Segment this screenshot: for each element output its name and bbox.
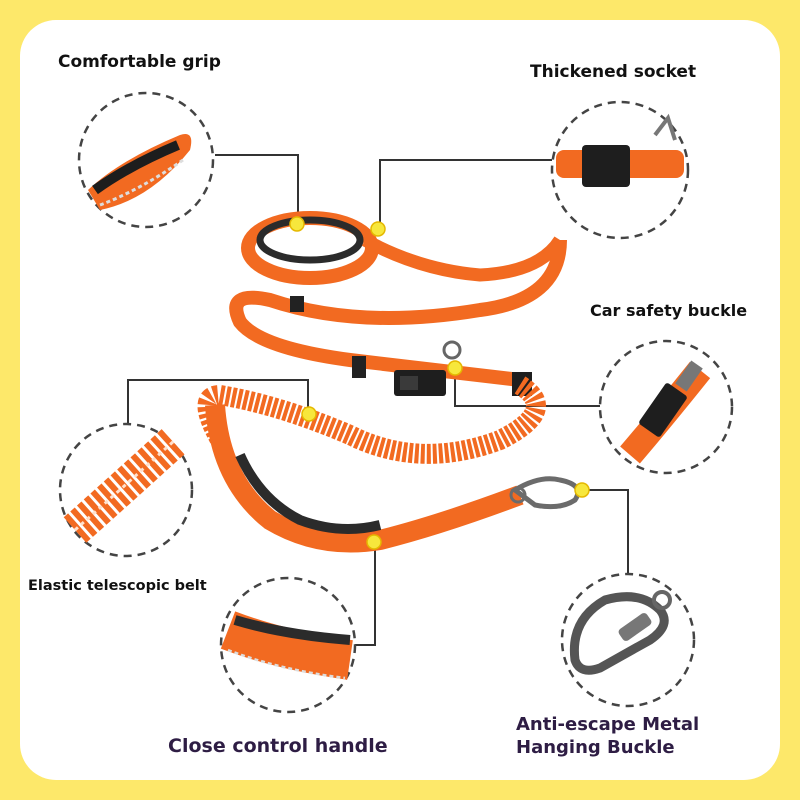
socket-marker [370, 221, 386, 237]
label-elastic-telescopic-belt: Elastic telescopic belt [28, 578, 207, 594]
car-buckle-callout-line [454, 370, 600, 407]
label-anti-escape-line1: Anti-escape Metal [516, 714, 700, 735]
handle-marker [366, 534, 382, 550]
clasp-marker [574, 482, 590, 498]
detail-socket [550, 100, 690, 240]
anti-escape-callout-line [582, 489, 629, 575]
callout-lines [127, 154, 629, 646]
label-anti-escape-buckle: Anti-escape Metal Hanging Buckle [516, 713, 699, 759]
socket-callout-line [379, 159, 552, 228]
slide-adjuster [290, 296, 304, 312]
label-anti-escape-line2: Hanging Buckle [516, 737, 675, 758]
car-buckle-marker [447, 360, 463, 376]
label-close-control-handle: Close control handle [168, 735, 388, 757]
waist-belt [229, 211, 567, 387]
slide-adjuster-2 [352, 356, 366, 378]
control-handle [205, 404, 524, 553]
detail-elastic [58, 422, 194, 558]
markers [289, 216, 590, 550]
label-car-safety-buckle: Car safety buckle [590, 301, 748, 320]
elastic-marker [301, 406, 317, 422]
label-thickened-socket: Thickened socket [530, 62, 697, 82]
detail-clasp [560, 572, 696, 708]
elastic-bungee [197, 376, 546, 464]
metal-clasp [509, 476, 581, 510]
detail-car-buckle [598, 339, 734, 475]
elastic-callout-line [127, 379, 309, 435]
grip-callout-line [215, 154, 299, 222]
detail-handle [219, 576, 357, 714]
grip-marker [289, 216, 305, 232]
detail-grip [77, 91, 215, 229]
label-comfortable-grip: Comfortable grip [58, 52, 221, 72]
